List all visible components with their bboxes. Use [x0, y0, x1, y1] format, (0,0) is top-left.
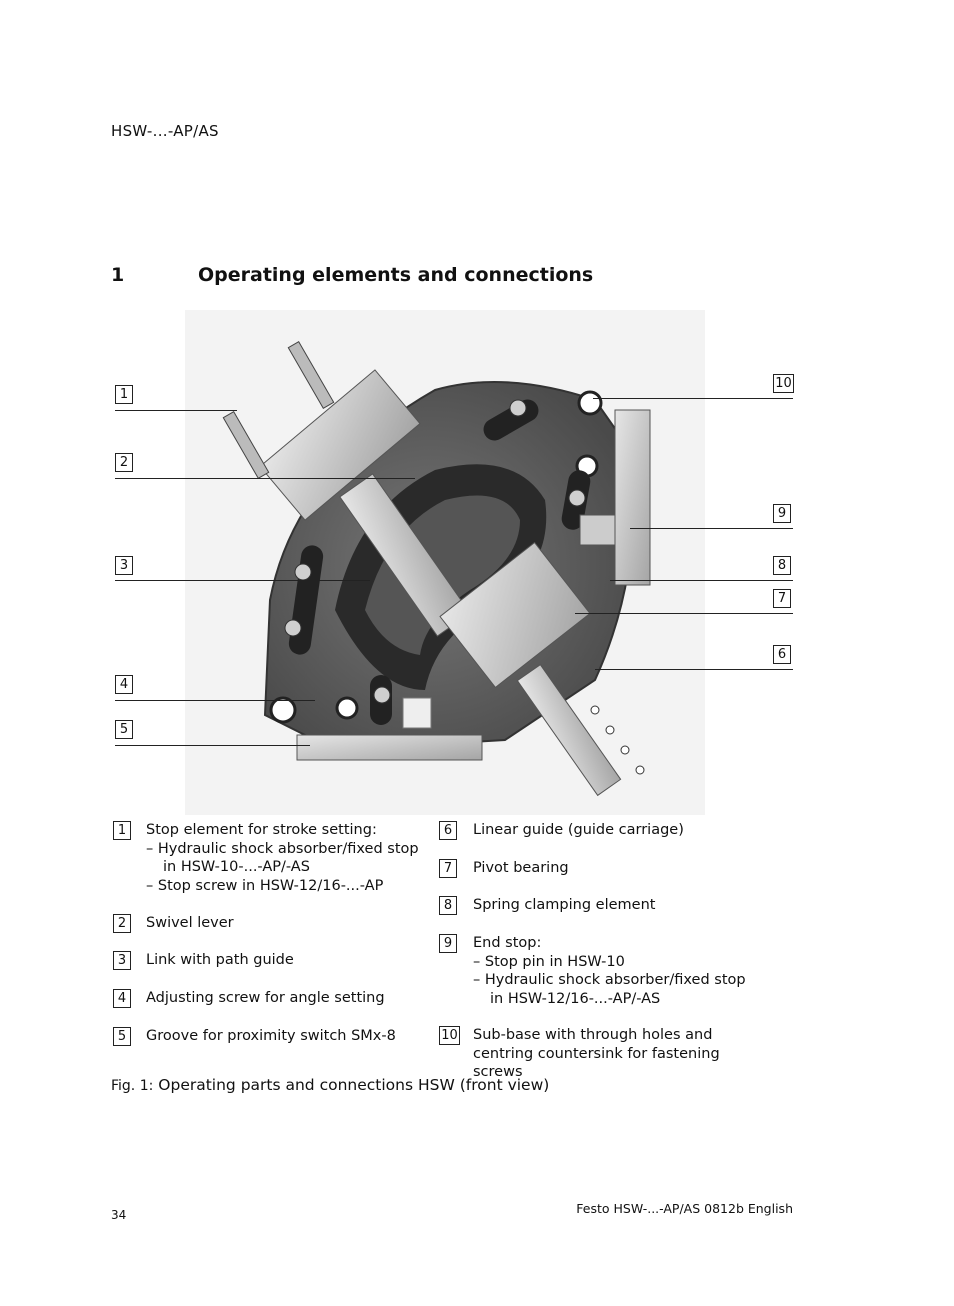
legend-num-6: 6	[439, 821, 457, 840]
legend-title-1: Stop element for stroke setting:	[146, 822, 377, 838]
legend-item-3: Link with path guide	[146, 952, 294, 968]
callout-6: 6	[773, 645, 791, 664]
leader-line-4	[115, 700, 315, 701]
legend-item-4: Adjusting screw for angle setting	[146, 990, 385, 1006]
legend-num-1: 1	[113, 821, 131, 840]
legend-num-9: 9	[439, 934, 457, 953]
callout-8: 8	[773, 556, 791, 575]
callout-5: 5	[115, 720, 133, 739]
legend-item-1: Stop element for stroke setting: – Hydra…	[146, 821, 426, 895]
leader-line-2	[115, 478, 415, 479]
leader-line-1	[115, 410, 237, 411]
legend-num-7: 7	[439, 859, 457, 878]
legend-item-7: Pivot bearing	[473, 860, 569, 876]
legend-item-8: Spring clamping element	[473, 897, 656, 913]
legend-num-2: 2	[113, 914, 131, 933]
legend-sub-1b: – Stop screw in HSW-12/16-...-AP	[146, 877, 384, 894]
callout-2: 2	[115, 453, 133, 472]
footer-doc-ref: Festo HSW-...-AP/AS 0812b English	[576, 1201, 793, 1216]
legend-item-10: Sub-base with through holes and centring…	[473, 1027, 720, 1080]
figure-caption-text: Operating parts and connections HSW (fro…	[158, 1076, 550, 1094]
leader-line-6	[595, 669, 793, 670]
callout-3: 3	[115, 556, 133, 575]
document-id: HSW-...-AP/AS	[111, 122, 219, 140]
legend-item-6: Linear guide (guide carriage)	[473, 822, 684, 838]
legend-num-3: 3	[113, 951, 131, 970]
callout-10: 10	[773, 374, 794, 393]
legend-num-4: 4	[113, 989, 131, 1008]
leader-line-7	[575, 613, 793, 614]
legend-item-2: Swivel lever	[146, 915, 234, 931]
callout-9: 9	[773, 504, 791, 523]
legend-item-9: End stop: – Stop pin in HSW-10 – Hydraul…	[473, 934, 763, 1008]
legend-sub-1a: – Hydraulic shock absorber/fixed stop in…	[146, 840, 419, 876]
section-title: Operating elements and connections	[198, 264, 594, 286]
legend-num-5: 5	[113, 1027, 131, 1046]
legend-item-5: Groove for proximity switch SMx-8	[146, 1028, 396, 1044]
leader-line-3	[115, 580, 370, 581]
legend-num-10: 10	[439, 1026, 460, 1045]
callout-4: 4	[115, 675, 133, 694]
page-number: 34	[111, 1208, 127, 1222]
callout-7: 7	[773, 589, 791, 608]
leader-line-9	[630, 528, 793, 529]
legend-sub-9b: – Hydraulic shock absorber/fixed stop in…	[473, 972, 746, 1007]
section-number: 1	[111, 264, 125, 286]
callout-1: 1	[115, 385, 133, 404]
legend-num-8: 8	[439, 896, 457, 915]
figure-caption: Fig. 1: Operating parts and connections …	[111, 1076, 549, 1094]
legend-sub-9a: – Stop pin in HSW-10	[473, 953, 625, 970]
leader-line-8	[610, 580, 793, 581]
leader-line-10	[593, 398, 793, 399]
legend-title-9: End stop:	[473, 935, 542, 951]
leader-line-5	[115, 745, 310, 746]
figure-label: Fig. 1:	[111, 1078, 154, 1094]
product-photo	[185, 310, 705, 815]
